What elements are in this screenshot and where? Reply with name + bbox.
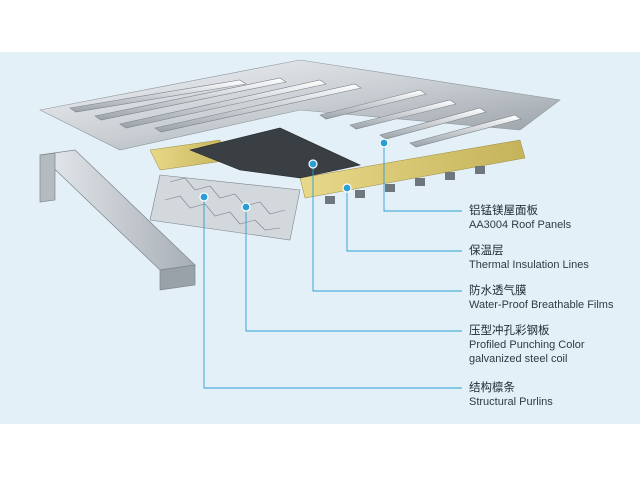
insulation-layer-right — [299, 139, 526, 199]
leader-lines — [203, 143, 462, 389]
leader-dots — [199, 138, 389, 212]
roof-panel-ribs — [69, 77, 522, 148]
structural-purlin — [39, 149, 196, 291]
label-steel-deck-cn: 压型冲孔彩钢板 — [469, 325, 550, 337]
label-waterproof-film-cn: 防水透气膜 — [469, 285, 527, 297]
label-purlins-en: Structural Purlins — [469, 396, 553, 408]
label-purlins-cn: 结构檩条 — [469, 382, 515, 394]
label-steel-deck: 压型冲孔彩钢板 Profiled Punching Color galvaniz… — [469, 324, 585, 366]
label-insulation-cn: 保温层 — [469, 245, 504, 257]
label-insulation-en: Thermal Insulation Lines — [469, 259, 589, 271]
label-roof-panels-en: AA3004 Roof Panels — [469, 219, 572, 231]
label-insulation: 保温层 Thermal Insulation Lines — [469, 244, 589, 272]
deck-corrugation — [325, 166, 485, 204]
label-waterproof-film: 防水透气膜 Water-Proof Breathable Films — [469, 284, 613, 312]
label-steel-deck-en-2: galvanized steel coil — [469, 353, 568, 365]
waterproof-film — [189, 127, 361, 179]
label-roof-panels-cn: 铝锰镁屋面板 — [469, 205, 538, 217]
steel-deck — [149, 174, 301, 241]
label-purlins: 结构檩条 Structural Purlins — [469, 381, 553, 409]
label-roof-panels: 铝锰镁屋面板 AA3004 Roof Panels — [469, 204, 571, 232]
label-steel-deck-en-1: Profiled Punching Color — [469, 339, 585, 351]
label-waterproof-film-en: Water-Proof Breathable Films — [469, 299, 614, 311]
